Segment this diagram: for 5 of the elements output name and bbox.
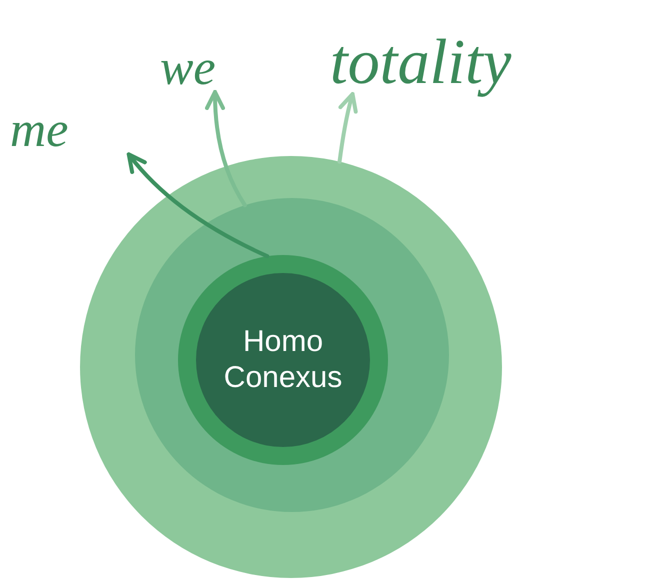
arrow xyxy=(338,92,358,164)
arrow xyxy=(126,152,270,258)
handwritten-word: we xyxy=(160,30,270,92)
handwritten-word: me xyxy=(10,98,130,154)
arrow xyxy=(205,90,247,208)
